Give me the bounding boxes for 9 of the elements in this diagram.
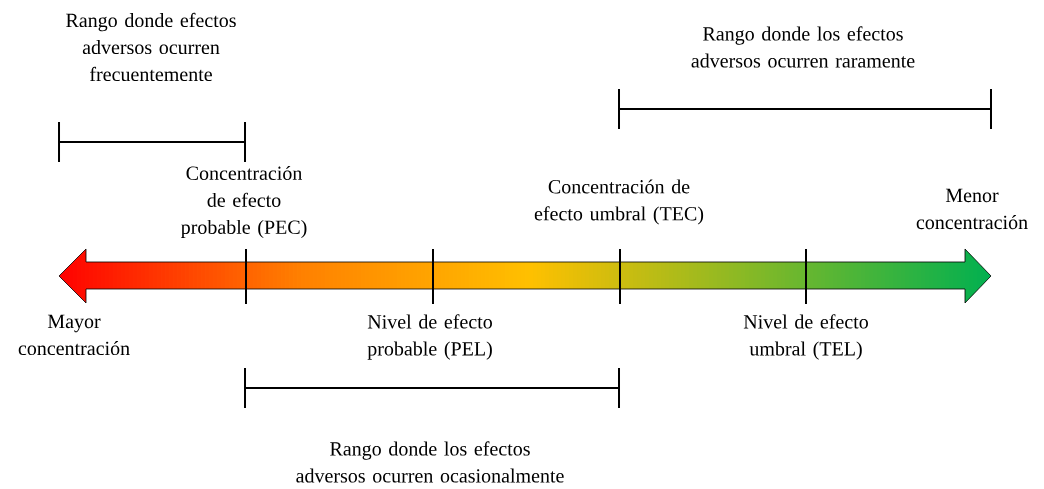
scale-label: Menor concentración (916, 188, 1028, 230)
range-label: Rango donde efectos adversos ocurren frecuentemente (66, 12, 236, 82)
scale-label: Mayor concentración (18, 314, 130, 356)
scale-label: Concentración de efecto probable (PEC) (181, 165, 307, 239)
scale-label: Concentración de efecto umbral (TEC) (534, 179, 704, 225)
scale-label: Nivel de efecto umbral (TEL) (743, 314, 868, 360)
scale-label: Nivel de efecto probable (PEL) (367, 314, 492, 360)
range-label: Rango donde los efectos adversos ocurren raramente (691, 26, 915, 68)
range-label: Rango donde los efectos adversos ocurren ocasionalmente (296, 441, 564, 483)
